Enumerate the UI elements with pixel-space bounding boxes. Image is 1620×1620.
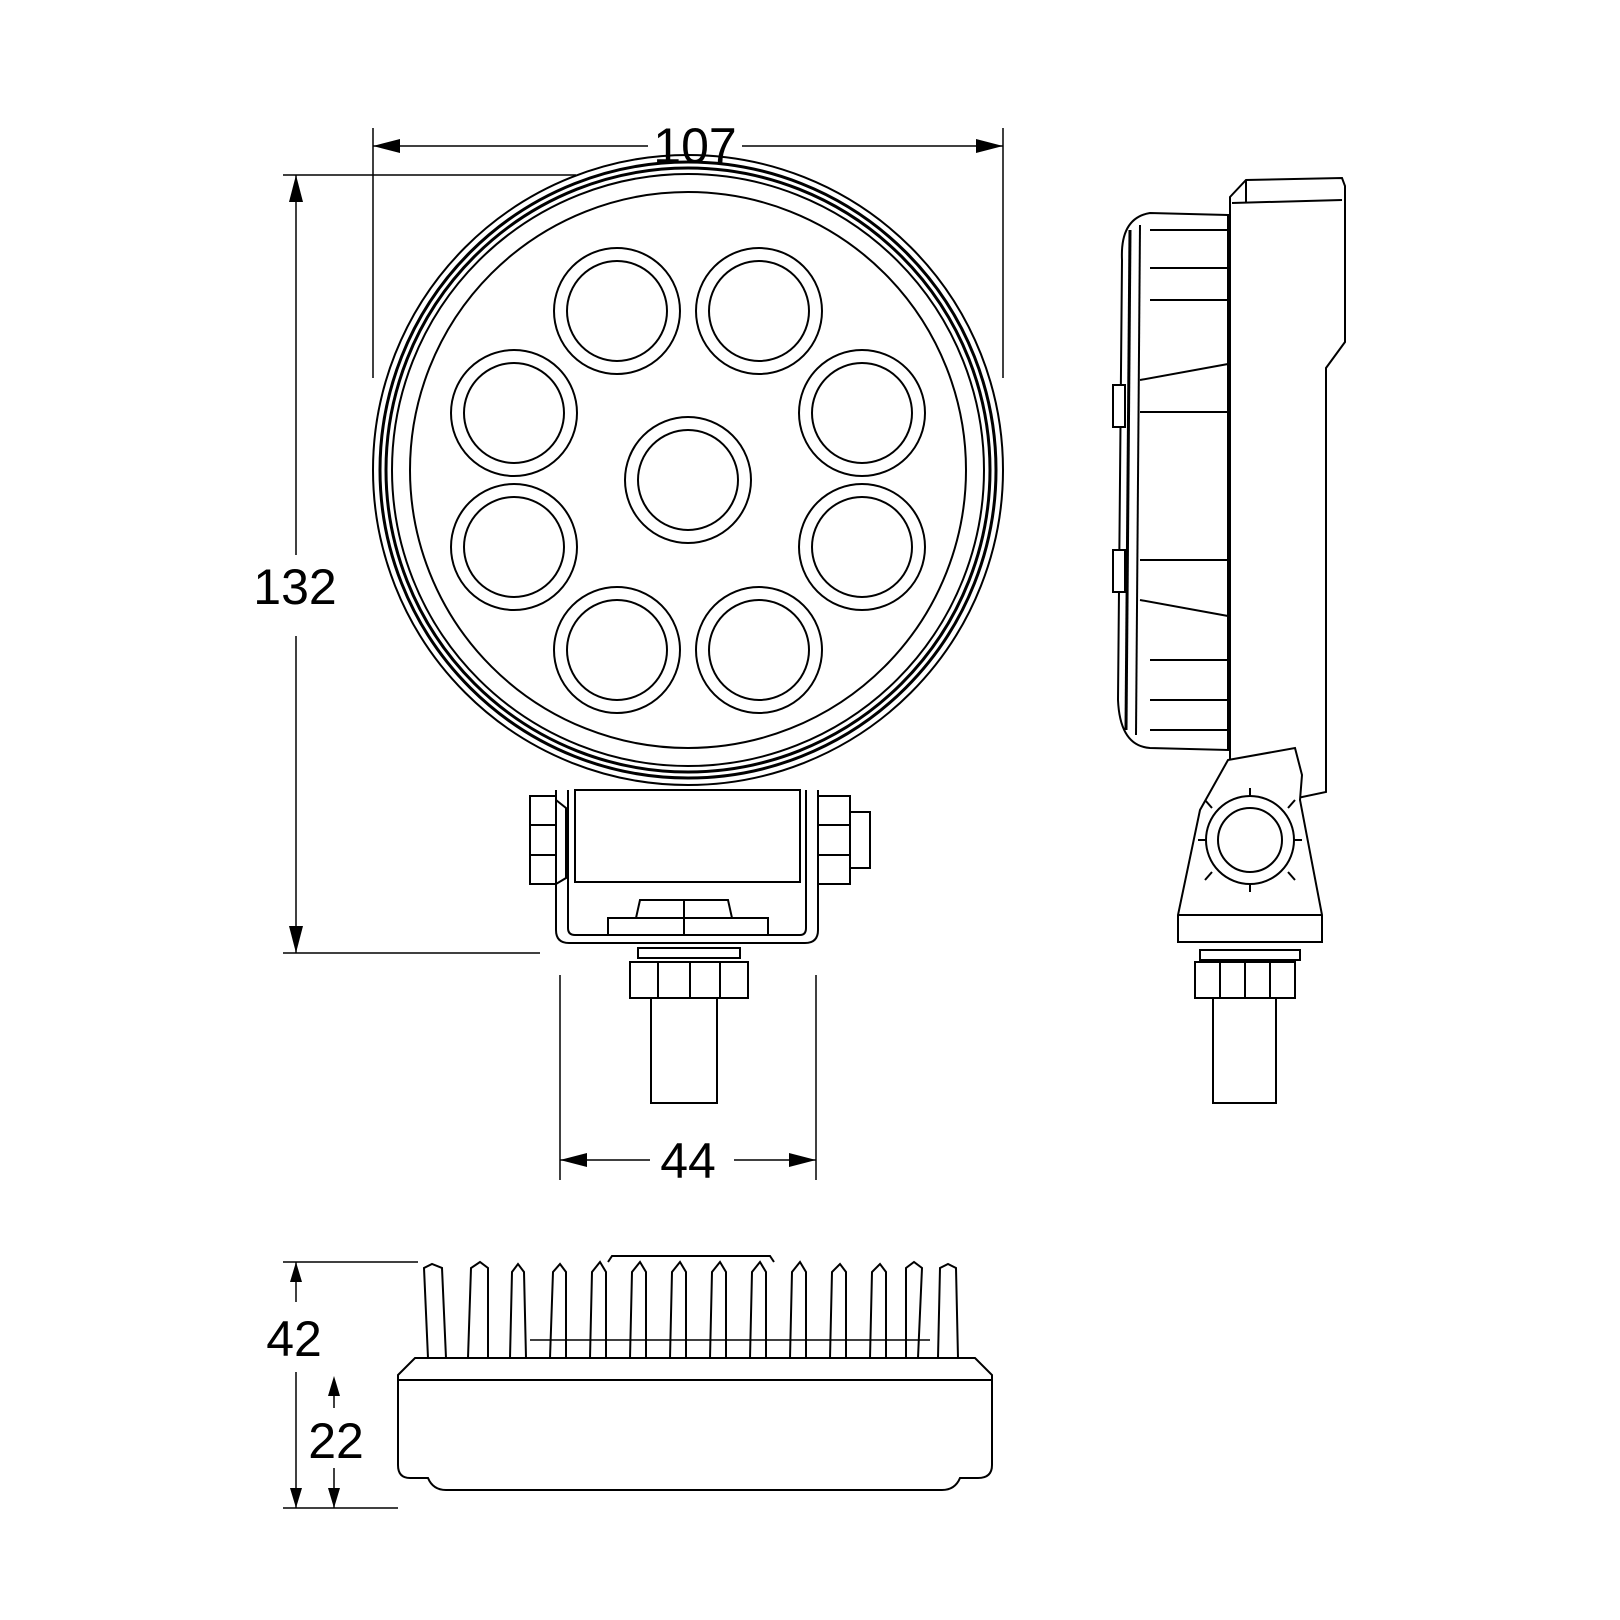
- led: [450, 483, 578, 611]
- led: [553, 247, 681, 375]
- heatsink-body: [1116, 211, 1229, 752]
- housing-ring-4: [391, 173, 985, 767]
- housing-profile: [397, 1357, 993, 1491]
- housing-ring-3: [384, 166, 992, 774]
- led: [624, 416, 752, 544]
- heatsink-fins: [422, 1255, 960, 1359]
- dim-housing-depth-label: 22: [308, 1413, 364, 1469]
- led: [450, 349, 578, 477]
- mounting-stud: [629, 947, 749, 1104]
- side-view: [1112, 176, 1346, 1104]
- dim-bracket-width-label: 44: [660, 1133, 716, 1189]
- dim-width-label: 107: [653, 118, 736, 174]
- dim-height-label: 132: [253, 559, 336, 615]
- dim-total-depth-label: 42: [266, 1311, 322, 1367]
- bottom-view: [397, 1255, 993, 1491]
- led: [695, 247, 823, 375]
- side-lock-nut: [1205, 795, 1295, 885]
- led-array: [450, 247, 926, 714]
- lens-ring: [409, 191, 967, 749]
- housing-outer-ring: [372, 154, 1004, 786]
- dimension-lines: [283, 128, 1004, 1509]
- housing-ring-2: [378, 160, 998, 780]
- dimension-labels: 107 132 44 42 22: [253, 118, 736, 1469]
- side-plate: [1229, 176, 1346, 801]
- led: [798, 483, 926, 611]
- led: [798, 349, 926, 477]
- front-view: [372, 154, 1004, 1104]
- led: [553, 586, 681, 714]
- mounting-bracket: [529, 789, 871, 944]
- led: [695, 586, 823, 714]
